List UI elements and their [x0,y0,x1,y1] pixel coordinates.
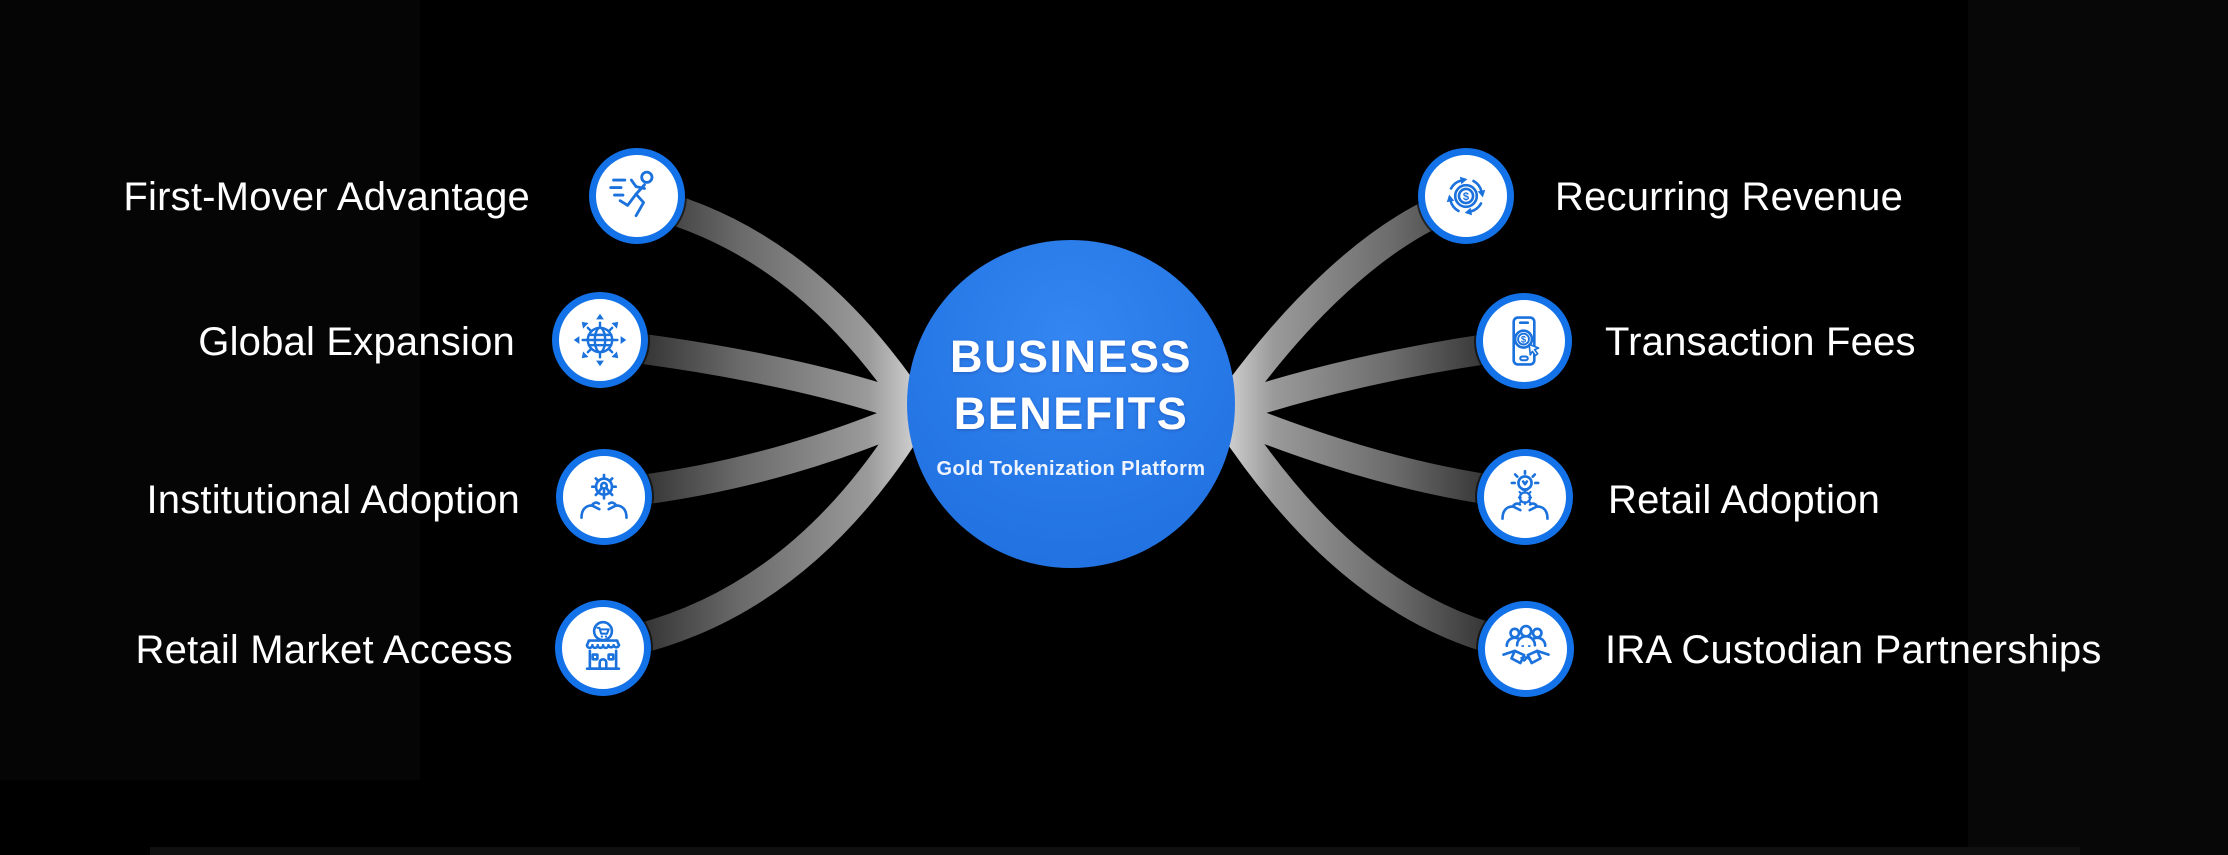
storefront-cart-icon [585,620,621,670]
label-retail-adoption: Retail Adoption [1608,478,1881,522]
connector-left-1 [634,185,925,413]
label-first-mover-advantage: First-Mover Advantage [123,175,530,219]
center-subtitle: Gold Tokenization Platform [936,457,1206,480]
connector-left-2 [602,329,918,424]
runner-icon [609,170,654,218]
hands-holding-gear-icon [580,473,628,519]
node-global-expansion [552,292,648,388]
label-ira-custodian-partnerships: IRA Custodian Partnerships [1605,628,2102,672]
mobile-payment-icon: $ [1512,316,1540,366]
hands-holding-idea-icon [1501,469,1549,520]
center-title-line1: BUSINESS [949,330,1193,382]
center-title: BUSINESS BENEFITS [950,328,1192,442]
node-institutional-adoption [556,449,652,545]
label-retail-market-access: Retail Market Access [135,628,513,672]
label-recurring-revenue: Recurring Revenue [1555,175,1904,219]
connector-left-4 [603,413,925,661]
connector-right-4 [1217,412,1525,661]
label-institutional-adoption: Institutional Adoption [146,478,520,522]
node-ira-custodian-partnerships [1478,601,1574,697]
label-transaction-fees: Transaction Fees [1605,320,1916,364]
center-node: BUSINESS BENEFITS Gold Tokenization Plat… [907,240,1235,568]
svg-text:$: $ [1521,335,1527,345]
node-first-mover-advantage [589,148,685,244]
globe-expansion-icon [573,313,627,367]
connector-right-2 [1225,329,1524,424]
label-global-expansion: Global Expansion [198,320,515,364]
node-recurring-revenue: $ [1418,148,1514,244]
dollar-cycle-icon: $ [1446,176,1486,216]
center-title-line2: BENEFITS [953,387,1189,439]
connector-left-3 [605,401,918,509]
connector-right-3 [1224,401,1524,509]
node-retail-market-access [555,600,651,696]
svg-text:$: $ [1463,191,1470,203]
partnership-handshake-icon [1502,624,1550,665]
node-transaction-fees: $ [1476,293,1572,389]
node-retail-adoption [1477,449,1573,545]
